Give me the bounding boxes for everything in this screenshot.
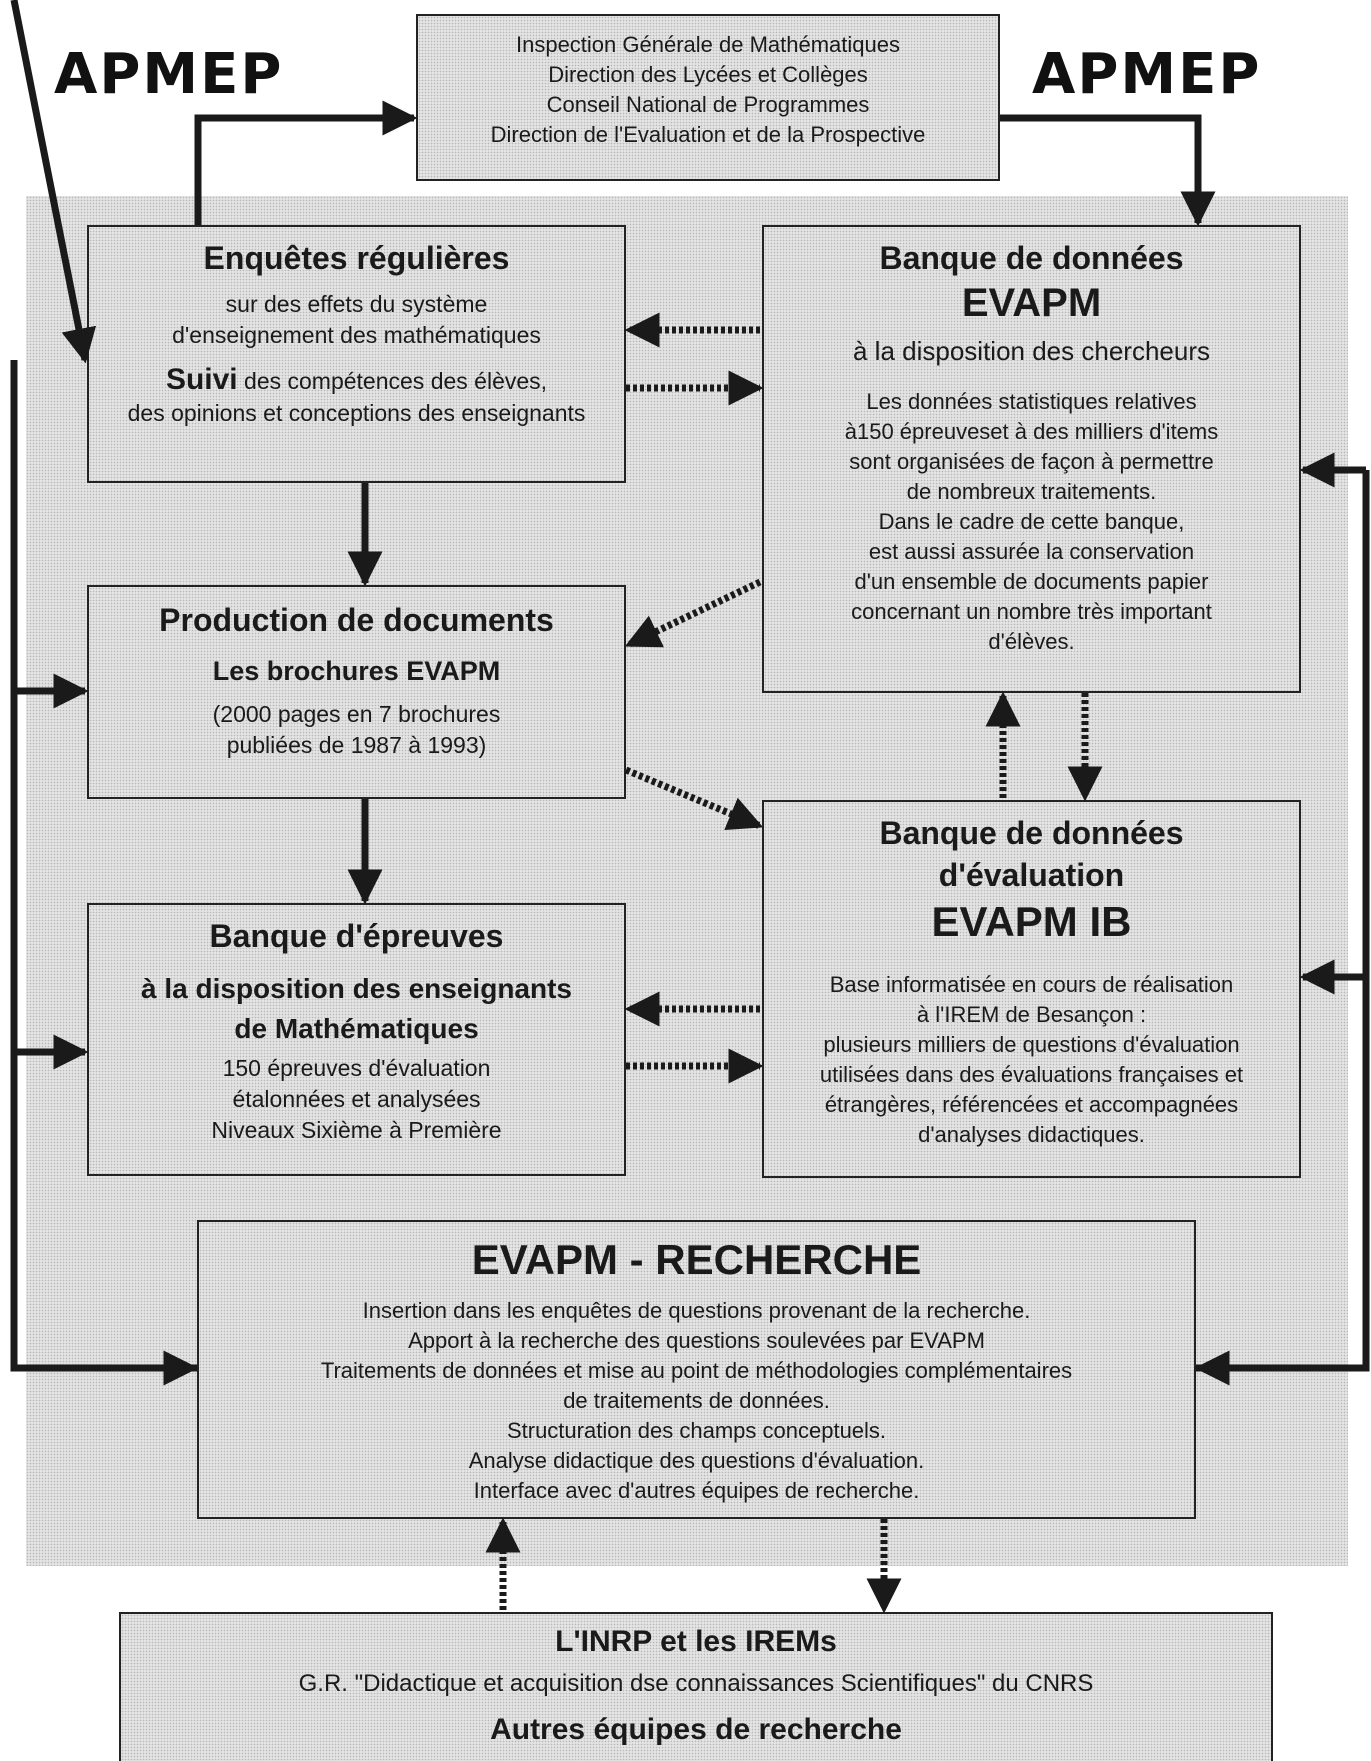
footer-box: L'INRP et les IREMs G.R. "Didactique et … (119, 1612, 1273, 1761)
body-line: d'élèves. (988, 629, 1075, 654)
epreuves-line: Niveaux Sixième à Première (211, 1117, 502, 1143)
body-line: de nombreux traitements. (906, 479, 1157, 504)
body-line: Apport à la recherche des questions soul… (408, 1328, 985, 1353)
body-line: d'analyses didactiques. (918, 1122, 1145, 1147)
body-line: étrangères, référencées et accompagnées (824, 1092, 1239, 1117)
body-line: Dans le cadre de cette banque, (878, 509, 1185, 534)
enquetes-title: Enquêtes régulières (203, 240, 510, 276)
recherche-box: EVAPM - RECHERCHE Insertion dans les enq… (197, 1220, 1196, 1519)
body-line: sont organisées de façon à permettre (849, 449, 1214, 474)
body-line: utilisées dans des évaluations française… (819, 1062, 1244, 1087)
banque-ib-subtitle: EVAPM IB (931, 898, 1132, 945)
suivi-word: Suivi (165, 363, 238, 396)
enquetes-line: des opinions et conceptions des enseigna… (127, 400, 586, 426)
body-line: Base informatisée en cours de réalisatio… (829, 972, 1234, 997)
body-line: Traitements de données et mise au point … (320, 1358, 1073, 1383)
banque-evapm-body: Les données statistiques relatives à150 … (764, 387, 1299, 657)
recherche-title: EVAPM - RECHERCHE (471, 1236, 922, 1283)
production-box: Production de documents Les brochures EV… (87, 585, 626, 799)
epreuves-line: 150 épreuves d'évaluation (222, 1055, 491, 1081)
enquetes-suivi-line: Suivi des compétences des élèves, (89, 363, 624, 398)
enquetes-line: sur des effets du système (225, 291, 488, 317)
footer-title: L'INRP et les IREMs (555, 1625, 837, 1658)
institution-line: Direction de l'Evaluation et de la Prosp… (490, 122, 926, 147)
production-line: publiées de 1987 à 1993) (226, 732, 487, 758)
body-line: Les données statistiques relatives (866, 389, 1197, 414)
banque-evapm-box: Banque de données EVAPM à la disposition… (762, 225, 1301, 693)
body-line: Interface avec d'autres équipes de reche… (473, 1478, 920, 1503)
right-loop-line (1196, 470, 1370, 1372)
suivi-rest: des compétences des élèves, (237, 368, 548, 394)
enquetes-line: d'enseignement des mathématiques (172, 322, 541, 348)
body-line: plusieurs milliers de questions d'évalua… (823, 1032, 1240, 1057)
institution-line: Direction des Lycées et Collèges (548, 62, 868, 87)
institutions-box: Inspection Générale de Mathématiques Dir… (416, 14, 1000, 181)
body-line: concernant un nombre très important (851, 599, 1212, 624)
enquetes-box: Enquêtes régulières sur des effets du sy… (87, 225, 626, 483)
body-line: Structuration des champs conceptuels. (506, 1418, 887, 1443)
banque-ib-title: d'évaluation (938, 857, 1125, 893)
production-title: Production de documents (159, 602, 554, 638)
banque-evapm-title: Banque de données (879, 240, 1184, 276)
epreuves-subtitle: à la disposition des enseignants (141, 973, 572, 1004)
apmep-logo-left: APMEP (54, 42, 284, 107)
body-line: d'un ensemble de documents papier (854, 569, 1209, 594)
banque-ib-box: Banque de données d'évaluation EVAPM IB … (762, 800, 1301, 1178)
institution-line: Inspection Générale de Mathématiques (515, 32, 900, 57)
banque-evapm-tagline: à la disposition des chercheurs (853, 336, 1210, 366)
banque-evapm-subtitle: EVAPM (961, 281, 1102, 325)
production-subtitle: Les brochures EVAPM (212, 656, 501, 686)
epreuves-box: Banque d'épreuves à la disposition des e… (87, 903, 626, 1176)
dotted-arrow-production-to-ib (624, 766, 764, 831)
footer-subtitle: Autres équipes de recherche (490, 1713, 902, 1746)
epreuves-line: étalonnées et analysées (232, 1086, 481, 1112)
apmep-logo-right: APMEP (1032, 42, 1262, 107)
recherche-body: Insertion dans les enquêtes de questions… (199, 1296, 1194, 1506)
arrow-enquetes-to-institutions (194, 100, 418, 225)
footer-line: G.R. "Didactique et acquisition dse conn… (298, 1670, 1094, 1697)
epreuves-subtitle: de Mathématiques (234, 1013, 479, 1044)
arrow-institutions-to-banque (1000, 114, 1216, 227)
banque-ib-title: Banque de données (879, 815, 1184, 851)
dotted-arrow-banque-to-production (624, 578, 762, 649)
banque-ib-body: Base informatisée en cours de réalisatio… (764, 970, 1299, 1150)
body-line: à l'IREM de Besançon : (916, 1002, 1147, 1027)
body-line: Insertion dans les enquêtes de questions… (362, 1298, 1031, 1323)
body-line: de traitements de données. (563, 1388, 830, 1413)
arrow-loop-to-enquetes (10, 0, 97, 364)
body-line: est aussi assurée la conservation (868, 539, 1195, 564)
left-loop-line (10, 360, 197, 1372)
body-line: à150 épreuveset à des milliers d'items (844, 419, 1219, 444)
body-line: Analyse didactique des questions d'évalu… (468, 1448, 925, 1473)
epreuves-title: Banque d'épreuves (209, 918, 504, 954)
institution-line: Conseil National de Programmes (546, 92, 870, 117)
production-line: (2000 pages en 7 brochures (212, 701, 501, 727)
